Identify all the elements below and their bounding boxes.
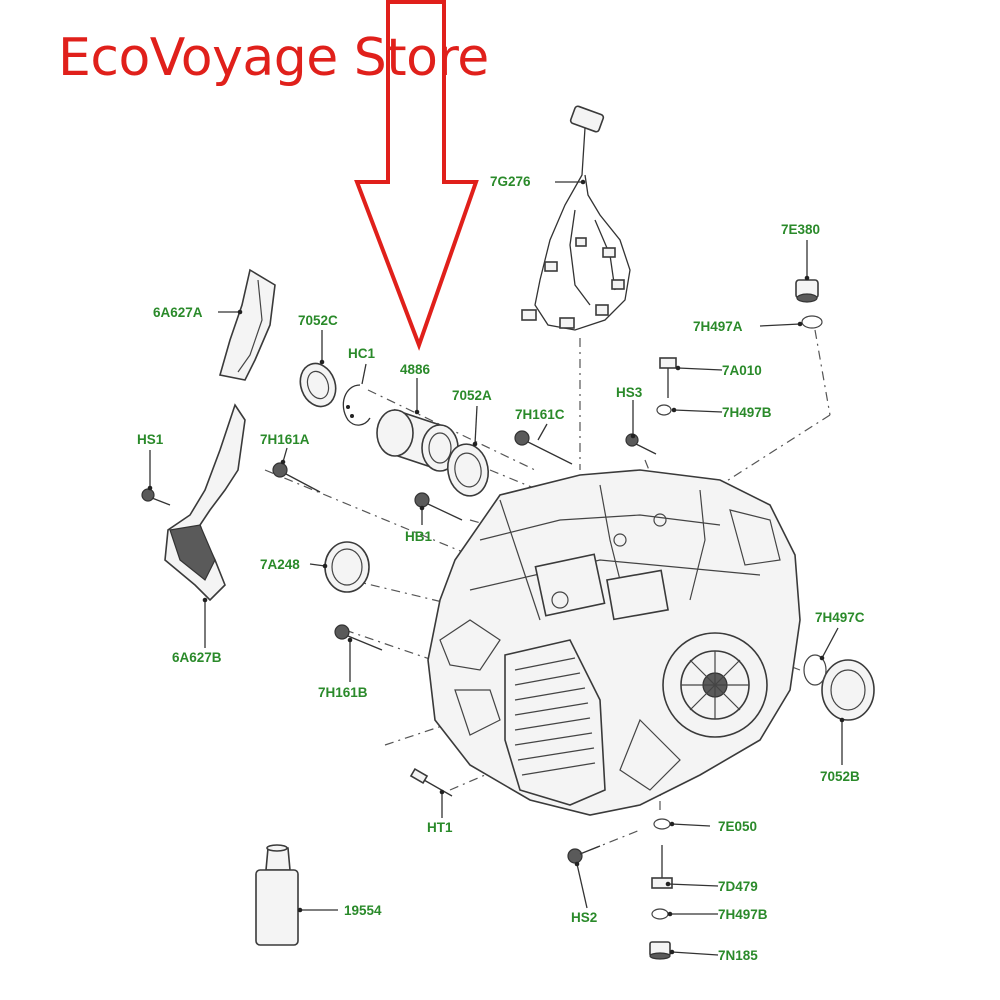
highlight-arrow <box>354 0 479 351</box>
sealant-bottle-19554 <box>255 844 299 946</box>
label-7A010: 7A010 <box>722 363 762 378</box>
transmission-housing <box>427 469 801 816</box>
oring-7H497B-top <box>656 404 672 416</box>
label-7E050: 7E050 <box>718 819 757 834</box>
bolt-HS2 <box>567 845 601 864</box>
bracket-6A627B <box>164 403 246 602</box>
plug-7D479 <box>651 845 673 889</box>
label-HS1: HS1 <box>137 432 164 447</box>
plug-7N185 <box>649 941 671 960</box>
label-7H497A: 7H497A <box>693 319 743 334</box>
seal-7052C <box>299 362 337 408</box>
label-7052C: 7052C <box>298 313 338 328</box>
bushing-4886 <box>376 408 459 472</box>
shield-6A627A <box>218 268 276 381</box>
seal-7052B <box>821 659 875 721</box>
label-7E380: 7E380 <box>781 222 820 237</box>
label-HS2: HS2 <box>571 910 597 925</box>
label-7H161A: 7H161A <box>260 432 310 447</box>
plug-7A010 <box>659 357 677 398</box>
label-7052A: 7052A <box>452 388 492 403</box>
label-6A627B: 6A627B <box>172 650 222 665</box>
circlip-HC1 <box>342 384 371 426</box>
bolt-HS3 <box>625 433 657 455</box>
bolt-HB1 <box>414 492 463 521</box>
oring-7E050 <box>653 818 671 830</box>
label-7G276: 7G276 <box>490 174 531 189</box>
label-7D479: 7D479 <box>718 879 758 894</box>
seal-7A248 <box>324 541 370 593</box>
label-7H497B-bottom: 7H497B <box>718 907 768 922</box>
bolt-7H161B <box>334 624 383 651</box>
wiring-harness-7G276 <box>521 105 631 331</box>
label-6A627A: 6A627A <box>153 305 203 320</box>
label-7H497B-top: 7H497B <box>722 405 772 420</box>
label-7N185: 7N185 <box>718 948 758 963</box>
oring-7H497C <box>803 654 827 686</box>
bolt-7H161C <box>514 430 573 465</box>
bolt-HT1 <box>409 767 453 797</box>
part-labels: 7G276 7E380 6A627A 7052C HC1 4886 7H497A… <box>137 174 865 963</box>
oring-7H497A <box>801 315 823 329</box>
oring-7H497B-bottom <box>651 908 669 920</box>
label-7052B: 7052B <box>820 769 860 784</box>
store-title: EcoVoyage Store <box>58 28 489 88</box>
leader-dots <box>147 179 845 955</box>
label-HS3: HS3 <box>616 385 643 400</box>
seal-7052A <box>446 443 490 497</box>
label-19554: 19554 <box>344 903 382 918</box>
label-7H161C: 7H161C <box>515 407 565 422</box>
leader-lines <box>149 181 843 956</box>
label-7A248: 7A248 <box>260 557 300 572</box>
plug-7E380 <box>795 279 819 303</box>
bolt-HS1 <box>141 488 171 506</box>
label-7H497C: 7H497C <box>815 610 865 625</box>
label-7H161B: 7H161B <box>318 685 368 700</box>
label-HB1: HB1 <box>405 529 432 544</box>
bolt-7H161A <box>272 462 321 493</box>
label-HT1: HT1 <box>427 820 453 835</box>
label-HC1: HC1 <box>348 346 375 361</box>
label-4886: 4886 <box>400 362 431 377</box>
